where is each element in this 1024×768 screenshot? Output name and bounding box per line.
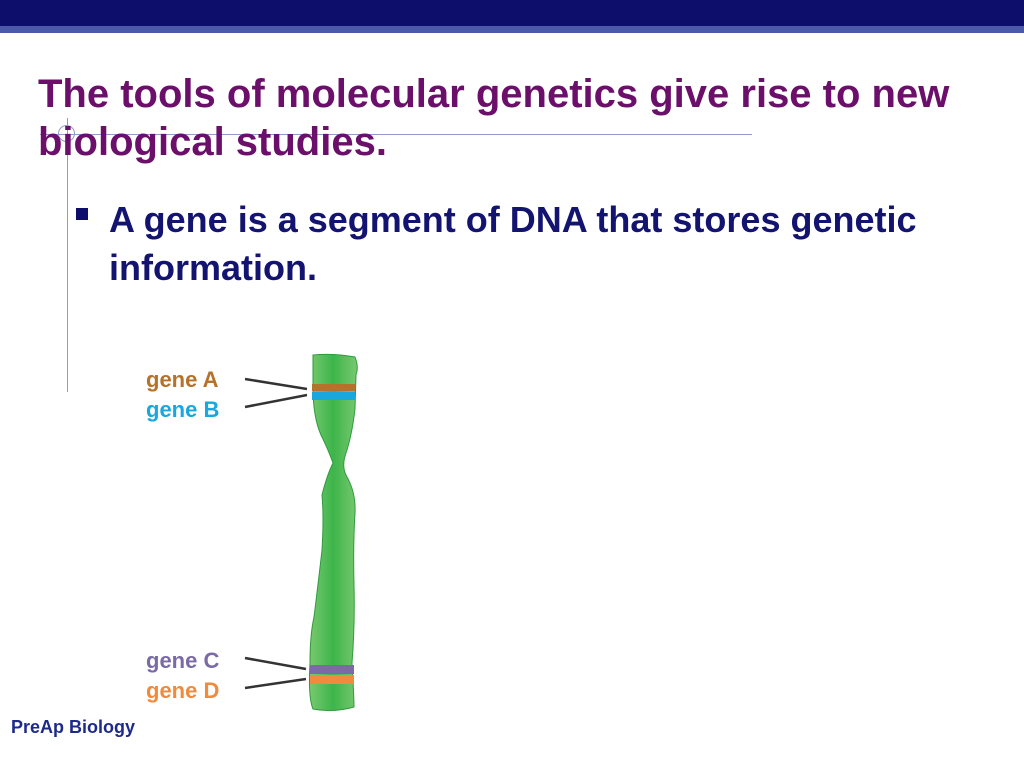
footer-course-label: PreAp Biology [11, 717, 136, 737]
gene-c-pointer [244, 656, 307, 671]
chromosome-figure: gene A gene B gene C gene D [135, 345, 395, 720]
gene-b-band [312, 392, 355, 400]
gene-c-band [310, 665, 354, 674]
top-bar-accent [0, 26, 1024, 33]
guide-line-vertical [67, 118, 68, 392]
gene-d-pointer [244, 677, 307, 690]
slide-title: The tools of molecular genetics give ris… [38, 72, 950, 164]
gene-a-pointer [244, 377, 308, 391]
gene-d-label: gene D [146, 678, 219, 703]
guide-line-horizontal [40, 134, 752, 135]
gene-c-label: gene C [146, 648, 219, 673]
guide-circle-icon [58, 125, 75, 142]
gene-a-band [312, 384, 355, 391]
chromosome-shape [308, 353, 358, 712]
gene-b-pointer [244, 393, 308, 409]
gene-b-label: gene B [146, 397, 219, 422]
top-bar [0, 0, 1024, 26]
gene-a-label: gene A [146, 367, 219, 392]
bullet-text: A gene is a segment of DNA that stores g… [109, 199, 917, 288]
square-bullet-icon [76, 208, 88, 220]
gene-d-band [310, 675, 354, 684]
